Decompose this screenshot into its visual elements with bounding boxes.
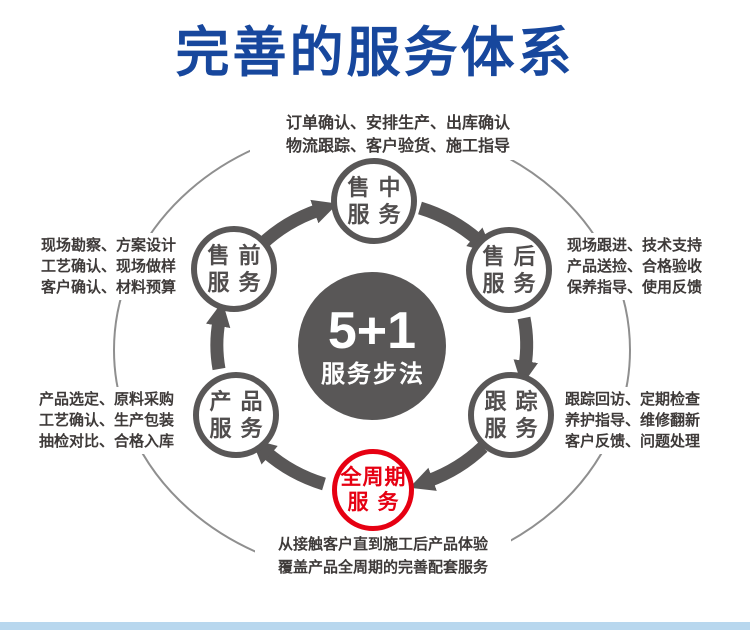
annotation-line: 订单确认、安排生产、出库确认 [285, 115, 510, 132]
annotation-full-cycle: 从接触客户直到施工后产品体验 覆盖产品全周期的完善配套服务 [255, 531, 511, 581]
node-label-line: 服务 [347, 491, 408, 514]
annotation-line: 抽检对比、合格入库 [39, 433, 175, 450]
annotation-line: 现场跟进、技术支持 [567, 237, 703, 254]
annotation-line: 物流跟踪、客户验货、施工指导 [285, 138, 510, 155]
annotation-line: 工艺确认、现场做样 [41, 258, 177, 275]
annotation-product: 产品选定、原料采购 工艺确认、生产包装 抽检对比、合格入库 [36, 387, 192, 454]
node-label-line: 全周期 [340, 466, 407, 489]
annotation-line: 现场勘察、方案设计 [41, 237, 177, 254]
annotation-line: 产品选定、原料采购 [39, 391, 175, 408]
annotation-line: 跟踪回访、定期检查 [565, 391, 701, 408]
arrow-after-sale-to-tracking [513, 316, 538, 386]
center-circle-headline: 5+1 [327, 302, 417, 360]
annotation-line: 养护指导、维修翻新 [565, 412, 701, 429]
node-product-service: 产品 服务 [193, 372, 279, 458]
node-label-line: 售中 [347, 175, 410, 200]
node-label-line: 服务 [484, 416, 547, 441]
node-pre-sale-service: 售前 服务 [191, 226, 277, 312]
node-label-line: 跟踪 [484, 389, 547, 414]
node-label-line: 服务 [209, 416, 272, 441]
node-label-line: 产品 [209, 389, 272, 414]
annotation-tracking: 跟踪回访、定期检查 养护指导、维修翻新 客户反馈、问题处理 [562, 387, 718, 454]
footer-accent-bar [0, 622, 750, 630]
center-circle-5plus1: 5+1 服务步法 [298, 272, 446, 420]
node-label-line: 服务 [347, 202, 410, 227]
arrow-tracking-to-full-cycle [409, 442, 488, 491]
node-label-line: 售后 [482, 244, 545, 269]
annotation-after-sale: 现场跟进、技术支持 产品送捡、合格验收 保养指导、使用反馈 [564, 233, 720, 300]
annotation-line: 产品送捡、合格验收 [567, 258, 703, 275]
annotation-line: 客户反馈、问题处理 [565, 433, 701, 450]
arrow-pre-sale-to-mid-sale [256, 199, 338, 250]
node-mid-sale-service: 售中 服务 [331, 158, 417, 244]
node-label-line: 服务 [207, 270, 270, 295]
annotation-mid-sale: 订单确认、安排生产、出库确认 物流跟踪、客户验货、施工指导 [250, 110, 546, 160]
arrow-full-cycle-to-product [251, 438, 327, 491]
annotation-line: 工艺确认、生产包装 [39, 412, 175, 429]
node-full-cycle-service: 全周期 服务 [332, 449, 414, 531]
node-label-line: 服务 [482, 271, 545, 296]
annotation-line: 覆盖产品全周期的完善配套服务 [277, 559, 488, 576]
annotation-line: 客户确认、材料预算 [41, 279, 177, 296]
page-title: 完善的服务体系 [175, 23, 575, 83]
center-circle-subtitle: 服务步法 [321, 361, 425, 388]
annotation-line: 保养指导、使用反馈 [567, 279, 703, 296]
node-tracking-service: 跟踪 服务 [468, 372, 554, 458]
annotation-line: 从接触客户直到施工后产品体验 [277, 536, 488, 553]
annotation-pre-sale: 现场勘察、方案设计 工艺确认、现场做样 客户确认、材料预算 [38, 233, 194, 300]
arrow-product-to-pre-sale [205, 301, 231, 371]
arrow-mid-sale-to-after-sale [417, 201, 493, 254]
node-after-sale-service: 售后 服务 [466, 227, 552, 313]
node-label-line: 售前 [207, 243, 270, 268]
